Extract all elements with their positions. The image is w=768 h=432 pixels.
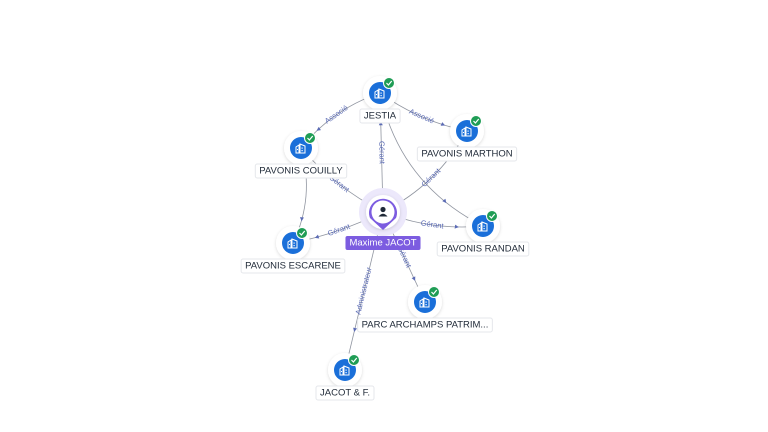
company-label: PAVONIS ESCARENE xyxy=(240,258,346,274)
edge-arrow-icon xyxy=(316,126,321,131)
check-icon xyxy=(348,354,360,366)
company-label: JESTIA xyxy=(359,108,401,124)
edge-arrow-icon xyxy=(442,198,447,204)
company-node-parc-archamps[interactable]: PARC ARCHAMPS PATRIM... xyxy=(357,285,493,333)
edge-label: Gérant xyxy=(377,141,387,165)
edge-arrow-icon xyxy=(314,234,320,239)
company-name: PAVONIS RANDAN xyxy=(441,244,525,255)
check-icon xyxy=(428,286,440,298)
edge-center-jacot-f: Administrateur xyxy=(344,211,384,371)
company-node-pavonis-escarene[interactable]: PAVONIS ESCARENE xyxy=(240,226,346,274)
edge-label: Administrateur xyxy=(353,266,373,316)
edge-label: Gérant xyxy=(420,218,445,230)
company-name: PAVONIS MARTHON xyxy=(421,149,512,160)
edge-label: Associé xyxy=(408,107,436,126)
check-icon xyxy=(383,77,395,89)
edge-arrow-icon xyxy=(440,122,446,126)
check-icon xyxy=(296,227,308,239)
person-name: Maxime JACOT xyxy=(349,238,416,249)
person-icon xyxy=(378,206,388,217)
edge-arrow-icon xyxy=(353,327,358,332)
company-label: JACOT & F. xyxy=(315,385,375,401)
check-icon xyxy=(304,132,316,144)
company-node-pavonis-randan[interactable]: PAVONIS RANDAN xyxy=(436,209,530,257)
center-name-label: Maxime JACOT xyxy=(345,236,421,250)
company-name: JESTIA xyxy=(364,111,397,122)
company-node-pavonis-couilly[interactable]: PAVONIS COUILLY xyxy=(254,131,348,179)
nodes-layer: JESTIA PAVONIS MARTHON PAVONIS COUILLY PAVO… xyxy=(240,76,530,401)
company-node-jestia[interactable]: JESTIA xyxy=(359,76,401,124)
check-icon xyxy=(486,210,498,222)
company-name: PARC ARCHAMPS PATRIM... xyxy=(362,320,489,331)
edge-label: Associé xyxy=(323,103,350,125)
company-label: PARC ARCHAMPS PATRIM... xyxy=(357,317,493,333)
company-label: PAVONIS COUILLY xyxy=(254,163,348,179)
company-name: JACOT & F. xyxy=(320,388,370,399)
edge-arrow-icon xyxy=(299,217,304,222)
edge-arrow-icon xyxy=(411,276,416,281)
company-node-jacot-f[interactable]: JACOT & F. xyxy=(315,353,375,401)
edge-arrow-icon xyxy=(454,224,459,229)
edge-label: Gérant xyxy=(327,222,352,238)
company-name: PAVONIS ESCARENE xyxy=(245,261,341,272)
company-name: PAVONIS COUILLY xyxy=(259,166,343,177)
center-node[interactable]: Maxime JACOT xyxy=(345,188,421,250)
company-node-pavonis-marthon[interactable]: PAVONIS MARTHON xyxy=(416,114,518,162)
check-icon xyxy=(470,115,482,127)
company-label: PAVONIS RANDAN xyxy=(436,241,530,257)
company-label: PAVONIS MARTHON xyxy=(416,146,518,162)
